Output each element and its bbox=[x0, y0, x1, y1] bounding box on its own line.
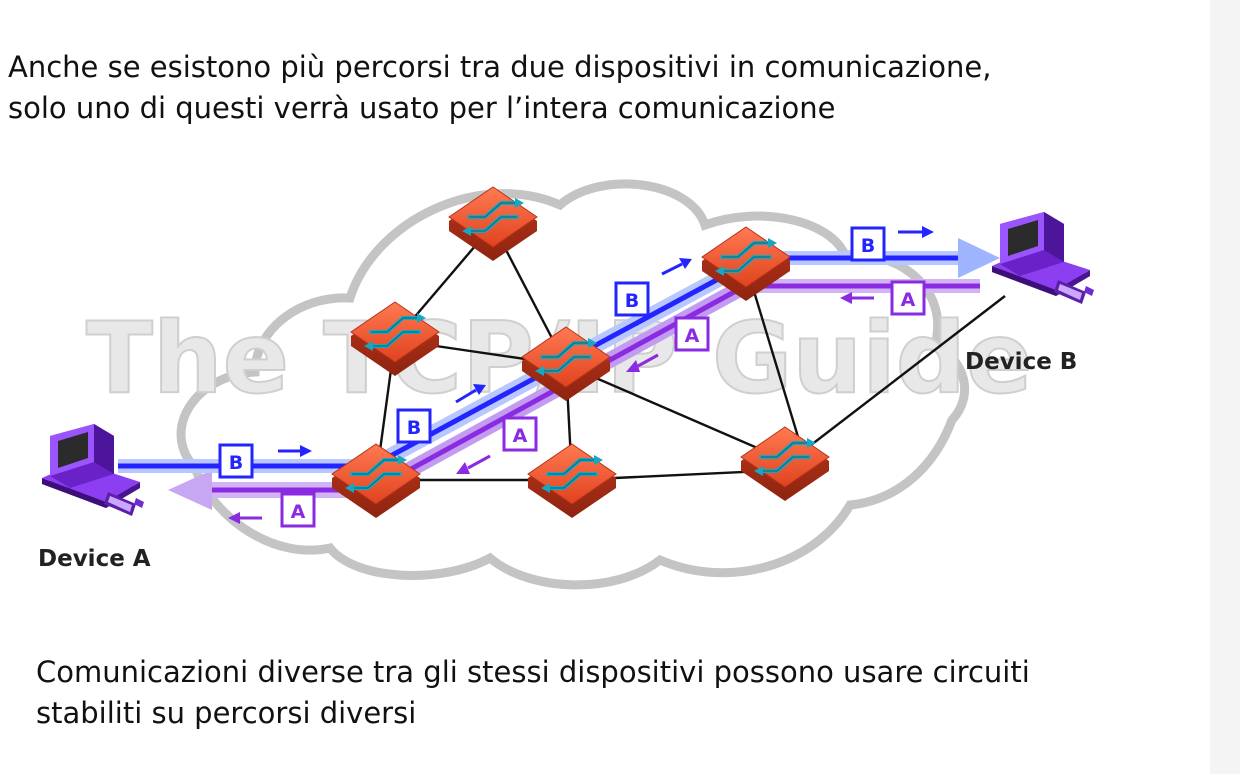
caption-bottom: Comunicazioni diverse tra gli stessi dis… bbox=[36, 652, 1030, 734]
caption-top: Anche se esistono più percorsi tra due d… bbox=[8, 47, 991, 129]
caption-top-line2: solo uno di questi verrà usato per l’int… bbox=[8, 91, 836, 125]
packet-b: B B B B bbox=[218, 226, 934, 479]
device-b-label: Device B bbox=[965, 349, 1077, 375]
packet-b-letter: B bbox=[407, 417, 421, 439]
computer-icon bbox=[992, 212, 1094, 304]
device-a-label: Device A bbox=[38, 546, 151, 572]
packet-b-letter: B bbox=[861, 235, 875, 257]
arrow-icon bbox=[637, 353, 659, 368]
caption-top-line1: Anche se esistono più percorsi tra due d… bbox=[8, 50, 992, 84]
caption-bottom-line1: Comunicazioni diverse tra gli stessi dis… bbox=[36, 655, 1030, 689]
path-a-arrowhead bbox=[168, 470, 212, 510]
arrow-icon bbox=[455, 388, 477, 404]
path-b-arrowhead bbox=[958, 238, 1000, 278]
side-strip bbox=[1210, 0, 1240, 774]
packet-b-letter: B bbox=[625, 290, 639, 312]
caption-bottom-line2: stabiliti su percorsi diversi bbox=[36, 696, 417, 730]
arrow-icon bbox=[467, 454, 491, 470]
packet-a-letter: A bbox=[291, 501, 306, 523]
arrow-icon bbox=[661, 262, 683, 276]
packet-b-letter: B bbox=[229, 452, 243, 474]
network-diagram: The TCP/IP Guide bbox=[38, 179, 1094, 590]
packet-a: A A A A bbox=[228, 280, 926, 528]
packet-a-letter: A bbox=[901, 289, 916, 311]
packet-a-letter: A bbox=[513, 425, 528, 447]
packet-a-letter: A bbox=[685, 325, 700, 347]
